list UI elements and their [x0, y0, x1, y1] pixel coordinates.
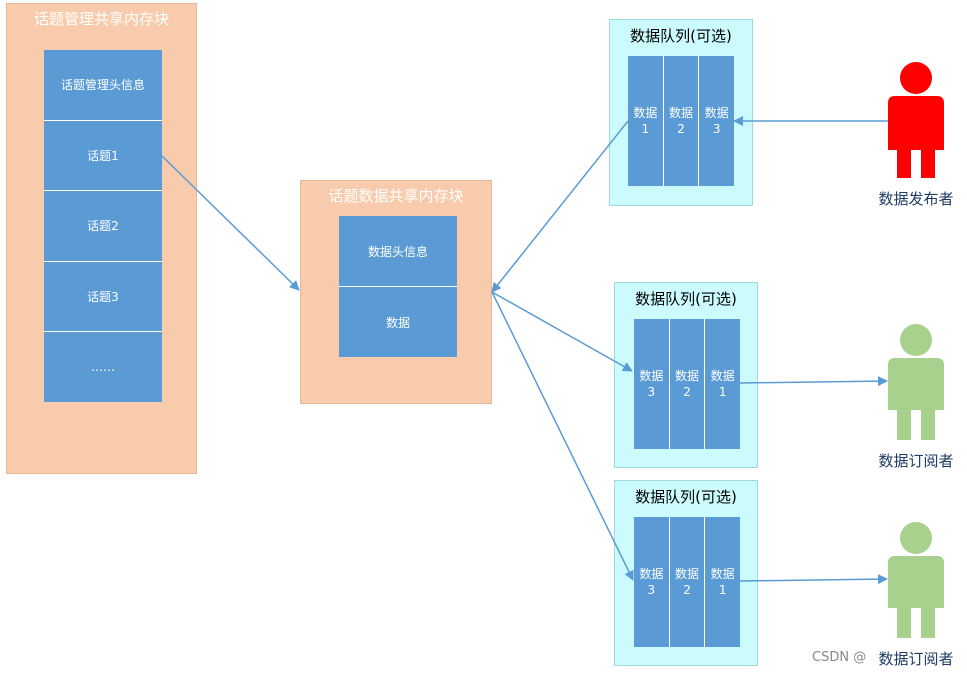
subscriber-2-label: 数据订阅者: [878, 650, 954, 668]
data-queue-title: 数据队列(可选): [630, 27, 732, 45]
data-list: 数据头信息 数据: [339, 216, 457, 357]
publisher-label: 数据发布者: [878, 190, 954, 208]
topic-item-more: ……: [44, 332, 162, 402]
arrow-queue-3-to-subscriber-2: [739, 574, 888, 585]
topic-item-3: 话题3: [44, 261, 162, 333]
arrow-queue-2-to-subscriber-1: [739, 376, 888, 387]
topic-data-block: 话题数据共享内存块 数据头信息 数据: [300, 180, 492, 404]
subscriber-2-person-icon: [888, 522, 944, 638]
csdn-watermark: CSDN @: [812, 650, 867, 665]
data-header-info: 数据头信息: [339, 216, 457, 287]
subscriber-1-label: 数据订阅者: [878, 452, 954, 470]
data-queue-title: 数据队列(可选): [635, 290, 737, 308]
data-queue-title: 数据队列(可选): [635, 488, 737, 506]
topic-management-block-title: 话题管理共享内存块: [33, 10, 169, 28]
subscriber-1-person-icon: [888, 324, 944, 440]
topic-list: 话题管理头信息 话题1 话题2 话题3 ……: [44, 50, 162, 402]
publisher-person-icon: [888, 62, 944, 178]
data-payload: 数据: [339, 287, 457, 357]
topic-item-2: 话题2: [44, 191, 162, 262]
arrow-data-block-to-queue-2: [491, 291, 633, 372]
arrow-data-block-to-queue-3: [491, 291, 634, 581]
arrow-topic1-to-data-block: [160, 154, 300, 291]
topic-data-block-title: 话题数据共享内存块: [328, 187, 464, 205]
arrow-queue-to-data-block: [491, 120, 629, 293]
topic-header-info: 话题管理头信息: [44, 50, 162, 121]
topic-item-1: 话题1: [44, 120, 162, 192]
topic-management-block: 话题管理共享内存块 话题管理头信息 话题1 话题2 话题3 ……: [6, 3, 197, 474]
